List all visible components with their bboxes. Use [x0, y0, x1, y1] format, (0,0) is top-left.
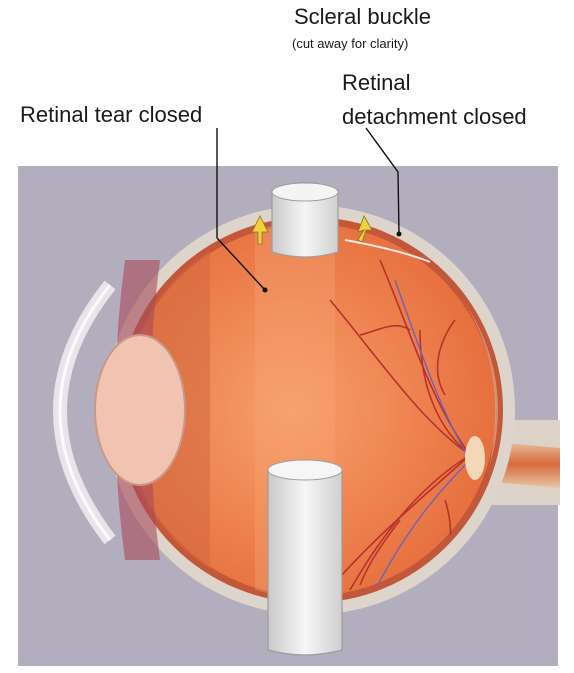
optic-disc	[465, 436, 485, 480]
lens	[95, 335, 185, 485]
scleral-buckle-bottom	[268, 464, 342, 655]
